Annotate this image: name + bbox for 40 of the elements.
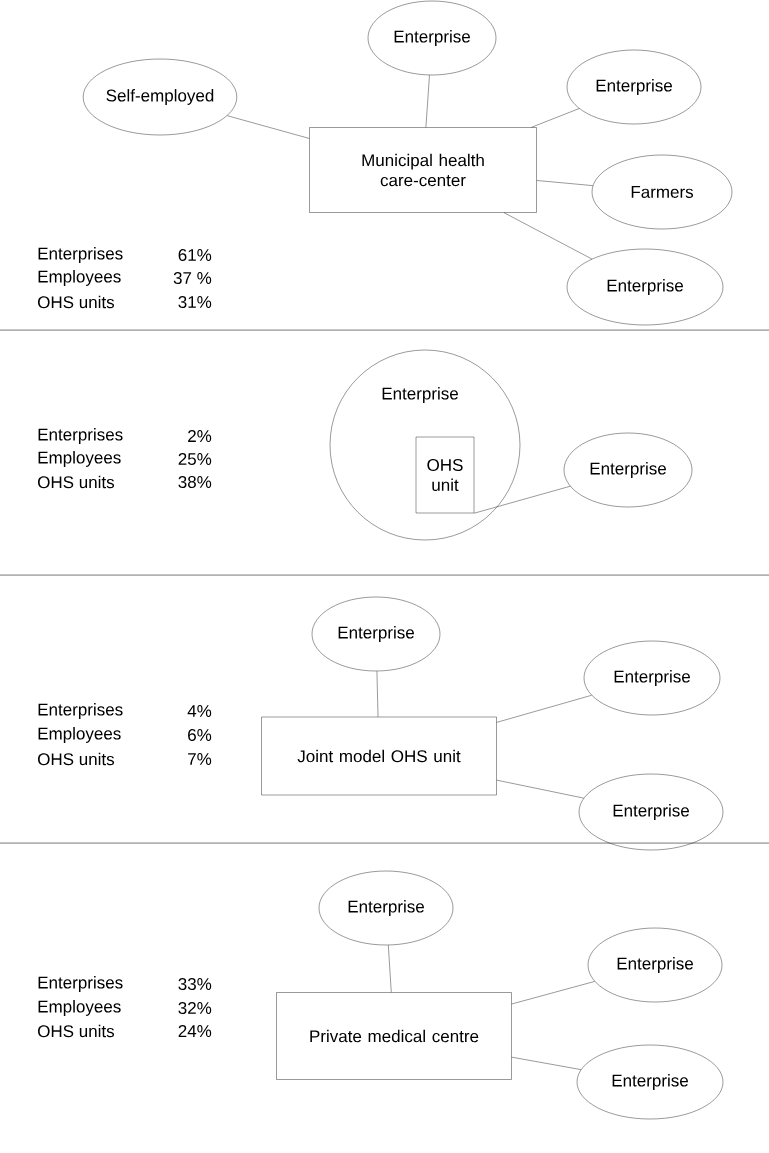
percentage: 2% bbox=[188, 430, 212, 442]
row-label: OHS units bbox=[38, 475, 115, 489]
connector-line bbox=[474, 486, 571, 514]
percentage: 32% bbox=[178, 1002, 212, 1015]
connector-line bbox=[531, 108, 580, 128]
unit-box: Joint model OHS unit bbox=[261, 716, 497, 796]
connector-line bbox=[496, 779, 584, 799]
percentage: 7% bbox=[188, 753, 212, 765]
unit-box: OHS unit bbox=[415, 436, 475, 514]
connector-line bbox=[511, 981, 595, 1005]
percentage: 37 % bbox=[173, 272, 212, 285]
row-label: OHS units bbox=[38, 295, 115, 309]
percentage: 24% bbox=[178, 1025, 212, 1037]
row-label: OHS units bbox=[38, 1024, 115, 1038]
connector-line bbox=[503, 212, 593, 260]
percentage: 61% bbox=[178, 249, 212, 262]
connector-line bbox=[227, 115, 310, 139]
unit-box: Municipal health care-center bbox=[309, 127, 537, 213]
connector-line bbox=[376, 671, 379, 717]
row-label: Enterprises bbox=[38, 247, 123, 263]
row-label: Enterprises bbox=[38, 703, 123, 719]
row-label: Enterprises bbox=[38, 976, 123, 992]
percentage: 38% bbox=[178, 476, 212, 489]
connector-line bbox=[388, 945, 392, 993]
connector-line bbox=[536, 180, 594, 186]
row-label: Employees bbox=[38, 1000, 121, 1016]
percentage: 25% bbox=[178, 453, 212, 466]
connector-line bbox=[496, 695, 592, 723]
row-label: Employees bbox=[38, 451, 121, 467]
connector-line bbox=[425, 74, 430, 128]
row-label: OHS units bbox=[38, 752, 115, 766]
connector-line bbox=[511, 1056, 582, 1070]
row-label: Enterprises bbox=[38, 428, 123, 444]
percentage: 4% bbox=[187, 705, 212, 717]
percentage: 33% bbox=[178, 978, 212, 991]
unit-box: Private medical centre bbox=[276, 992, 512, 1080]
row-label: Employees bbox=[38, 270, 121, 286]
row-label: Employees bbox=[38, 727, 121, 743]
percentage: 6% bbox=[188, 729, 212, 742]
percentage: 31% bbox=[178, 296, 212, 309]
